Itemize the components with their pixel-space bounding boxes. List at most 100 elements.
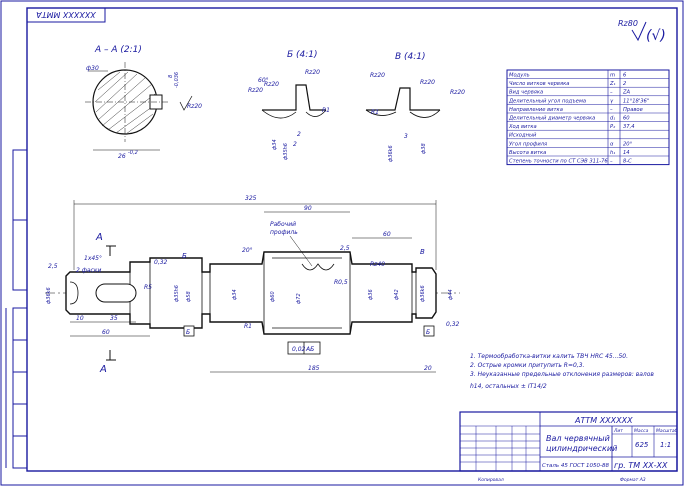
d-10: ф72 [296,293,302,304]
tol-ref: 0,02 [292,346,306,353]
param-symbol: γ [610,98,614,104]
param-value: 8-С [623,159,632,165]
aa-keyway: 8 [168,75,174,78]
v-phi: ф38 [421,143,427,154]
stamp-top: ХХХХХХ ММТА [36,10,97,19]
working-profile-2: профиль [270,229,298,236]
d-7: ф36k6 [420,285,426,302]
technical-notes: 1. Термообработка-витки калить ТВЧ HRC 4… [470,353,654,390]
label-a-top: А [95,232,103,243]
b-angle: 60° [258,77,269,84]
tol-base: АБ [305,346,314,353]
label-a-bottom: А [99,364,107,375]
view-title-aa: А – А (2:1) [94,45,142,55]
param-symbol: m [610,73,615,79]
param-value: 60 [623,116,630,122]
detail-v: В (4:1) Rz20 Rz20 Rz20 R1 3 ф38 ф36k6 [365,52,465,162]
note-1: 1. Термообработка-витки калить ТВЧ HRC 4… [470,353,628,360]
scale: 1:1 [660,441,671,449]
param-symbol: – [610,90,613,96]
label-v: В [420,248,425,256]
param-value: Правое [623,107,643,113]
param-value: 20° [623,141,633,147]
param-value: 2 [623,81,626,87]
b-rz1: Rz20 [264,81,279,88]
param-value: 6 [623,73,627,79]
len-60: 60 [102,329,110,336]
len-end: 20 [424,365,432,372]
stamp-box [26,7,106,23]
d-5: ф36 [368,289,374,300]
chamfer-45: 1х45° [84,255,102,262]
lit-label: Лит [613,428,623,434]
d-9: ф58 [186,291,192,302]
param-name: Модуль [509,73,530,79]
param-name: Ход витка [508,124,537,130]
title-name-1: Вал червячный [546,434,610,443]
len-bottom: 185 [308,365,320,372]
r5: R5 [144,284,152,291]
param-name: Делительный угол подъема [508,98,586,104]
len-thread: 90 [304,205,312,212]
v-t: ф36k6 [388,145,394,162]
detail-b: Б (4:1) Rz20 Rz20 Rz20 R1 2 2 60° ф34 ф3… [248,50,330,160]
d-8: ф44 [448,289,454,300]
b-size1: 2 [297,131,301,138]
aa-phi: ф30 [86,65,99,72]
len-total: 325 [245,195,257,202]
param-symbol: α [610,141,614,147]
view-title-b: Б (4:1) [287,50,318,60]
r05: R0,5 [334,279,348,286]
param-value: 14 [623,150,630,156]
b-rz2: Rz20 [305,69,320,76]
param-symbol: P₂ [610,124,615,130]
title-material: Сталь 45 ГОСТ 1050-88 [542,463,609,469]
roughness-symbol: Rz80 [618,19,638,28]
b-t: ф35h6 [283,143,289,160]
chamfer-text: 2 фаски [76,267,101,274]
param-symbol: – [610,107,613,113]
mass-label: Масса [634,428,649,434]
param-value: ZA [622,90,631,96]
note-2: 2. Острые кромки притупить R=0,3. [470,362,585,369]
left-side-strip [5,149,28,469]
note-4: h14, остальных ± IT14/2 [470,383,547,390]
title-block: АТТМ ХХХХХХ Вал червячный цилиндрический… [459,411,678,483]
d-3: ф34 [232,289,238,300]
angle-20: 20° [242,247,253,254]
param-value: 37,4 [623,124,635,130]
d-4: ф60 [270,291,276,302]
param-name: Вид червяка [509,90,543,96]
footer-left: Копировал [478,477,504,483]
label-b: Б [182,252,187,260]
main-view: 325 90 60 185 20 60 35 10 2,5 2 фаски 1х… [45,195,460,375]
v-r: R1 [371,109,379,116]
b-size2: 2 [293,141,297,148]
param-value: 11°18'36" [623,98,649,104]
note-3: 3. Неуказанные предельные отклонения раз… [470,371,654,378]
param-name: Степень точности по СТ СЭВ 311-76 [509,159,608,165]
r1: R1 [244,323,252,330]
param-name: Направление витка [509,107,563,113]
param-symbol: Z₁ [609,81,616,87]
d-left: ф36k6 [46,287,52,304]
param-symbol: d₁ [610,116,615,122]
b-r: R1 [322,107,330,114]
v-size: 3 [404,133,408,140]
footer-right: Формат А3 [620,477,646,483]
aa-width: 26 [118,153,126,160]
view-title-v: В (4:1) [395,52,426,62]
b-rz3: Rz20 [248,87,263,94]
roughness-mark: (√) [646,28,666,44]
base-b: Б [426,329,430,336]
working-profile-1: Рабочий [270,221,296,228]
len-35: 35 [110,315,118,322]
rz-032a: 0,32 [154,259,168,266]
aa-width-tol: -0,2 [128,150,138,156]
aa-rz: Rz20 [187,103,202,110]
base-a: Б [186,329,190,336]
